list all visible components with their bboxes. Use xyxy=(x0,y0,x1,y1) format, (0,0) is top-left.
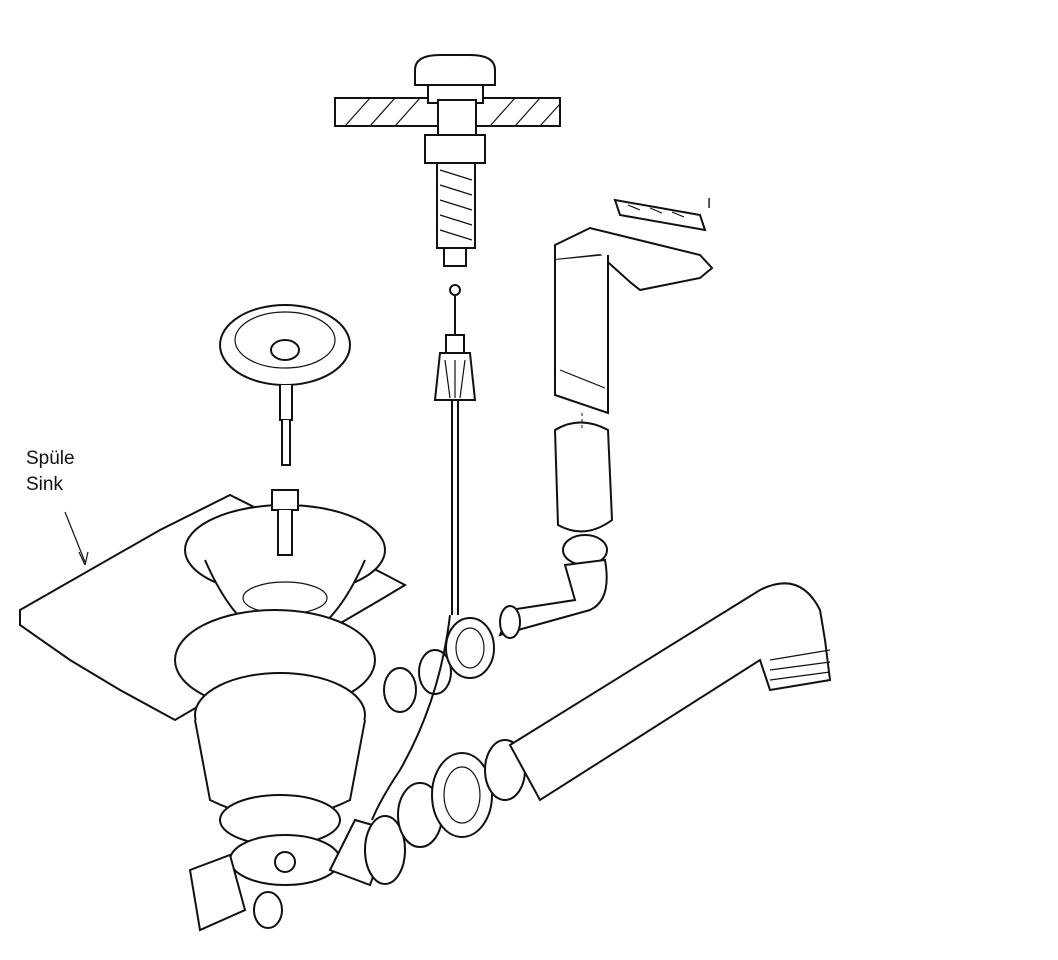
strainer-basket xyxy=(219,304,351,466)
label-mark: I xyxy=(707,195,712,212)
overflow-hose xyxy=(371,614,451,821)
sink-pointer-arrow xyxy=(64,511,89,566)
drain-body xyxy=(174,609,406,932)
nuts-and-rings xyxy=(383,617,526,848)
bowden-cable xyxy=(433,284,477,615)
overflow-assembly xyxy=(498,198,714,639)
drain-pipe xyxy=(508,582,832,802)
label-spuele: Spüle xyxy=(26,448,75,469)
popup-knob-assembly xyxy=(414,54,496,267)
label-sink: Sink xyxy=(26,474,63,495)
